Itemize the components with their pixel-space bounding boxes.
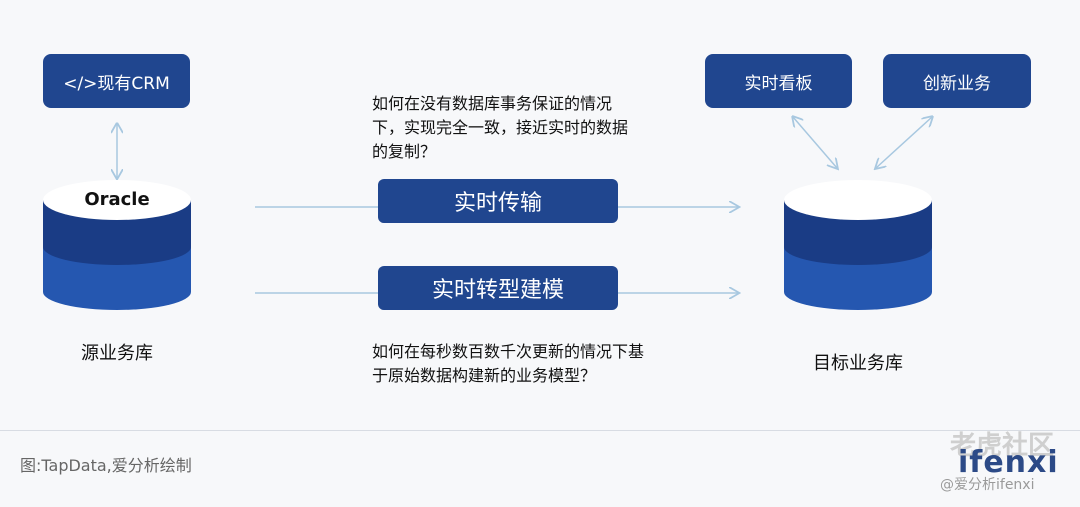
source-db-caption: 源业务库 [81, 343, 153, 364]
realtime-modeling-box: 实时转型建模 [378, 266, 618, 310]
target-db-caption: 目标业务库 [813, 353, 903, 374]
dashboard-box: 实时看板 [705, 54, 852, 108]
innovation-box: 创新业务 [883, 54, 1031, 108]
watermark-handle: @爱分析ifenxi [940, 477, 1035, 493]
dashboard-target-arrow [793, 117, 837, 168]
innovation-target-arrow [876, 117, 932, 168]
source-database-cylinder [43, 180, 191, 310]
watermark-logo: ifenxi [958, 445, 1059, 480]
crm-box: </>现有CRM [43, 54, 190, 108]
question-2: 如何在每秒数百数千次更新的情况下基于原始数据构建新的业务模型？ [372, 342, 645, 385]
footer-divider [0, 430, 1080, 431]
figure-source-caption: 图:TapData,爱分析绘制 [20, 456, 192, 475]
target-database-cylinder [784, 180, 932, 310]
watermark-community: 老虎社区 [950, 431, 1055, 461]
question-1: 如何在没有数据库事务保证的情况下，实现完全一致，接近实时的数据的复制？ [372, 94, 629, 161]
oracle-label: Oracle [84, 189, 150, 210]
realtime-transfer-box: 实时传输 [378, 179, 618, 223]
